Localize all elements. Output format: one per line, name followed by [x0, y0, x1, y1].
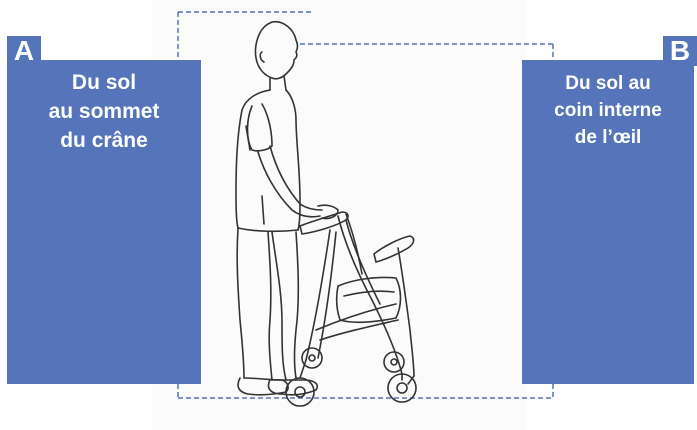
rollator-sketch [286, 212, 416, 406]
guide-a [178, 12, 314, 398]
guide-b [300, 44, 553, 398]
